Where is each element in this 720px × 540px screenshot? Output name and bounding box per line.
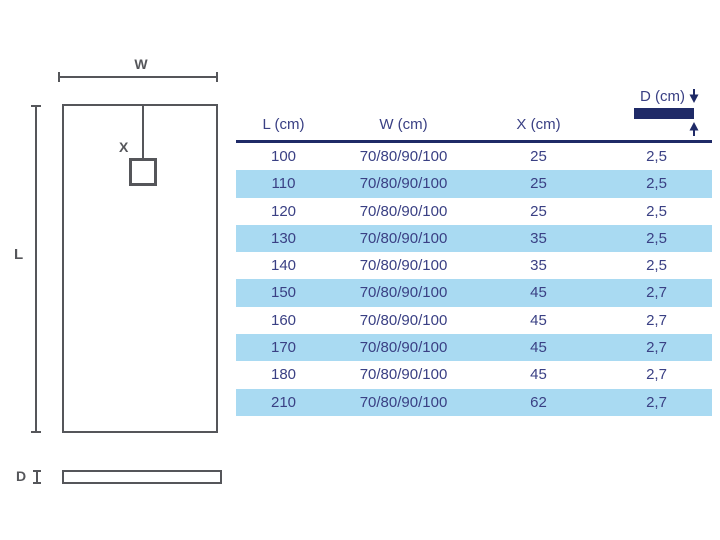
arrow-up-icon	[689, 122, 699, 136]
cell-drain-offset: 25	[530, 148, 547, 165]
table-body: 100 70/80/90/100 25 2,5 110 70/80/90/100…	[236, 143, 712, 416]
depth-bar-icon	[634, 108, 694, 119]
width-dimension-line	[58, 72, 218, 82]
cell-width: 70/80/90/100	[359, 366, 448, 384]
cell-width: 70/80/90/100	[359, 393, 448, 411]
table-row: 120 70/80/90/100 25 2,5	[236, 198, 712, 225]
cell-drain-offset: 45	[530, 366, 547, 384]
column-header-depth: D (cm)	[640, 88, 685, 105]
cell-drain-offset: 25	[530, 175, 547, 193]
table-row: 180 70/80/90/100 45 2,7	[236, 361, 712, 388]
cell-depth: 2,7	[646, 339, 667, 357]
table-row: 160 70/80/90/100 45 2,7	[236, 307, 712, 334]
arrow-down-icon	[689, 89, 699, 103]
cell-length: 100	[270, 148, 297, 165]
table-row: 100 70/80/90/100 25 2,5	[236, 143, 712, 170]
cell-length: 120	[270, 202, 297, 220]
cell-depth: 2,5	[646, 229, 667, 247]
cell-length: 160	[270, 311, 297, 329]
cell-depth: 2,5	[646, 257, 667, 275]
drain-center-line	[142, 106, 144, 172]
cell-width: 70/80/90/100	[359, 339, 448, 357]
table-row: 210 70/80/90/100 62 2,7	[236, 388, 712, 416]
table-row: 140 70/80/90/100 35 2,5	[236, 252, 712, 279]
cell-drain-offset: 25	[530, 202, 547, 220]
cell-drain-offset: 62	[530, 393, 547, 411]
column-header-drain-offset: X (cm)	[516, 116, 561, 133]
cell-width: 70/80/90/100	[359, 257, 448, 275]
cell-depth: 2,7	[646, 366, 667, 384]
column-header-width: W (cm)	[379, 116, 428, 133]
cell-depth: 2,7	[646, 311, 667, 329]
length-dimension-label: L	[14, 246, 24, 263]
drain-square	[129, 158, 157, 186]
width-dimension-label: W	[134, 56, 148, 72]
cell-depth: 2,7	[646, 393, 667, 411]
table-row: 130 70/80/90/100 35 2,5	[236, 224, 712, 253]
cell-depth: 2,5	[646, 148, 667, 165]
tray-side-view	[62, 470, 222, 484]
cell-width: 70/80/90/100	[359, 202, 448, 220]
column-header-depth-block: D (cm)	[601, 88, 701, 136]
cell-width: 70/80/90/100	[359, 175, 448, 193]
cell-width: 70/80/90/100	[359, 229, 448, 247]
cell-drain-offset: 35	[530, 257, 547, 275]
cell-length: 210	[270, 393, 297, 411]
table-row: 110 70/80/90/100 25 2,5	[236, 170, 712, 198]
table-row: 150 70/80/90/100 45 2,7	[236, 279, 712, 307]
table-header-rule	[236, 140, 712, 143]
column-header-depth-row: D (cm)	[640, 88, 701, 105]
depth-tick-mark	[33, 470, 41, 484]
cell-width: 70/80/90/100	[359, 284, 448, 302]
cell-drain-offset: 35	[530, 229, 547, 247]
table-row: 170 70/80/90/100 45 2,7	[236, 334, 712, 362]
cell-drain-offset: 45	[530, 339, 547, 357]
drain-offset-label: X	[119, 139, 129, 155]
cell-depth: 2,5	[646, 202, 667, 220]
cell-length: 150	[270, 284, 297, 302]
cell-length: 130	[270, 229, 297, 247]
cell-width: 70/80/90/100	[359, 311, 448, 329]
length-dimension-line	[31, 105, 41, 433]
cell-length: 140	[270, 257, 297, 275]
depth-dimension-label: D	[16, 468, 27, 484]
cell-length: 110	[271, 175, 296, 193]
cell-width: 70/80/90/100	[359, 148, 448, 165]
cell-depth: 2,5	[646, 175, 667, 193]
cell-drain-offset: 45	[530, 284, 547, 302]
tray-top-view	[62, 104, 218, 433]
column-header-length: L (cm)	[262, 116, 305, 133]
cell-length: 180	[270, 366, 297, 384]
cell-length: 170	[270, 339, 297, 357]
cell-depth: 2,7	[646, 284, 667, 302]
cell-drain-offset: 45	[530, 311, 547, 329]
